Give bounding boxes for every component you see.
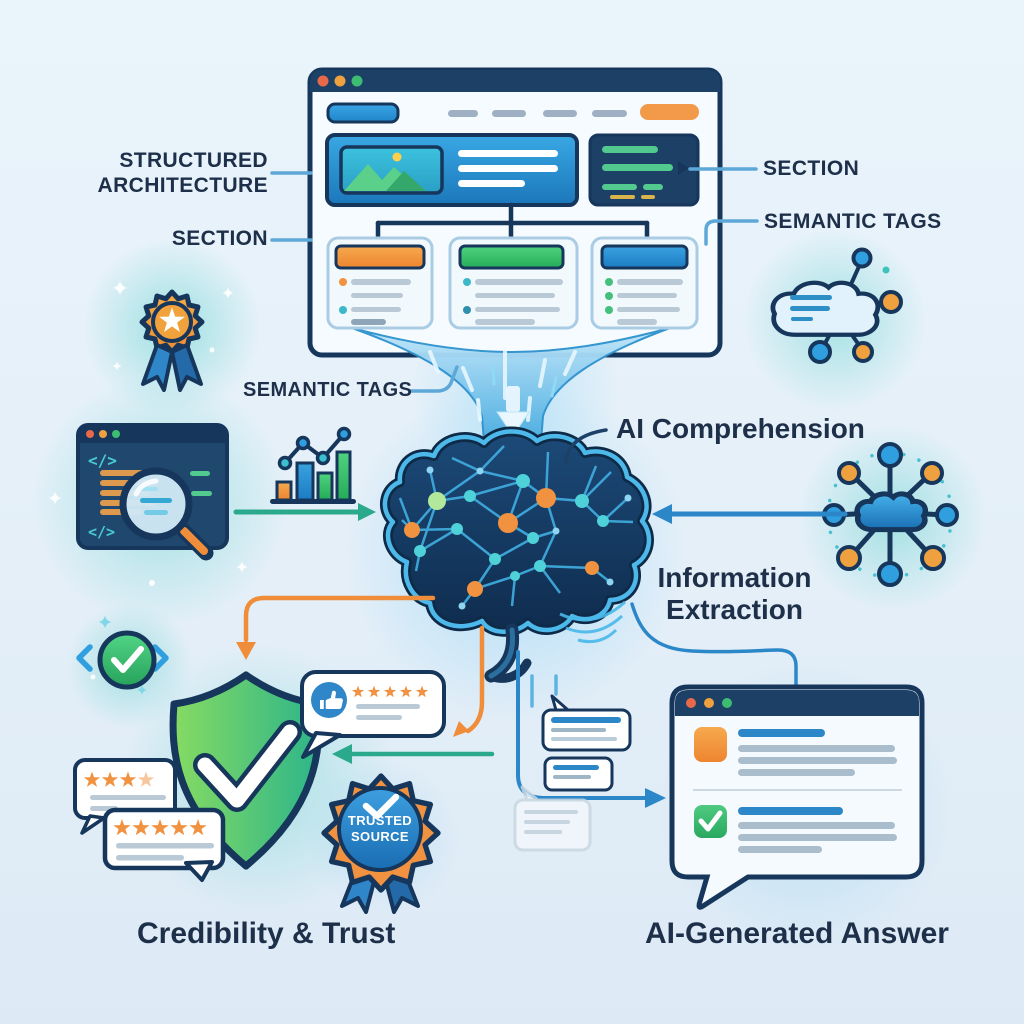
sparkle-icon [48, 491, 62, 505]
sparkle-icon [222, 287, 234, 299]
label-structured-architecture: STRUCTURED ARCHITECTURE [97, 149, 268, 197]
content-card [590, 236, 699, 330]
code-glyph-icon: </> [88, 523, 115, 541]
brain-network-icon [380, 426, 654, 683]
label-ai-generated-answer: AI-Generated Answer [645, 917, 949, 950]
nav-logo-button [326, 102, 400, 124]
window-dot-red-icon [686, 698, 696, 708]
sparkle-icon [98, 615, 112, 629]
divider [693, 789, 902, 791]
bar-chart-icon [270, 426, 356, 504]
nav-menu-dashes [448, 110, 627, 117]
browser-title-bar [310, 70, 720, 92]
label-credibility-trust: Credibility & Trust [137, 917, 396, 950]
window-dot-yellow-icon [704, 698, 714, 708]
play-icon [678, 161, 689, 175]
code-snippet-icon [588, 133, 700, 207]
award-medal-icon [112, 280, 234, 392]
cloud-semantic-tags-icon [770, 247, 903, 364]
window-dot-yellow-icon [334, 75, 346, 87]
source-icon [694, 727, 727, 762]
card-header-orange [334, 244, 426, 270]
mini-chat-bubble-faded [513, 785, 592, 852]
hero-text-lines [458, 150, 558, 187]
card-header-green [458, 244, 565, 270]
code-glyph-icon: </> [88, 451, 117, 470]
flow-arrow-blue-left [652, 504, 848, 524]
label-ai-comprehension: AI Comprehension [616, 413, 865, 444]
chevron-right-icon [152, 644, 169, 672]
label-semantic-tags-left: SEMANTIC TAGS [243, 379, 413, 401]
trusted-source-badge-icon [324, 776, 438, 914]
label-semantic-tags-right: SEMANTIC TAGS [764, 210, 942, 233]
window-dot-green-icon [351, 75, 363, 87]
flow-arrow-teal-left [332, 744, 495, 764]
content-card [326, 236, 434, 330]
mini-chat-bubble [541, 694, 632, 752]
chevron-left-icon [76, 644, 93, 672]
sparkle-icon [112, 361, 122, 371]
thumbs-review-bubble [300, 670, 446, 759]
sparkle-icon [236, 561, 248, 573]
window-dot-red-icon [317, 75, 329, 87]
label-section-left: SECTION [171, 227, 268, 250]
flow-arrowhead-right [645, 788, 666, 808]
nav-cta-button [640, 104, 699, 120]
flow-arrow-green [233, 503, 376, 521]
review-bubble-bottom [102, 807, 226, 882]
image-placeholder-icon [339, 145, 444, 195]
trusted-source-badge-label: TRUSTED SOURCE [347, 813, 413, 844]
flow-arrow-orange-1 [236, 595, 436, 660]
down-arrow-icon [506, 386, 520, 412]
content-card [448, 236, 579, 330]
flow-arrow-orange-2 [453, 625, 485, 737]
mini-chat-bubble [543, 756, 614, 792]
label-information-extraction: Information Extraction [657, 562, 812, 625]
hero-section [325, 133, 579, 207]
label-section-right: SECTION [763, 157, 860, 180]
answer-window-icon [669, 684, 925, 910]
code-inspection-window-icon: </> </> [48, 423, 248, 586]
card-header-blue [600, 244, 689, 270]
verified-check-icon [76, 615, 169, 695]
sparkle-icon [112, 280, 128, 296]
review-bubble-top [73, 758, 177, 835]
window-dot-green-icon [722, 698, 732, 708]
